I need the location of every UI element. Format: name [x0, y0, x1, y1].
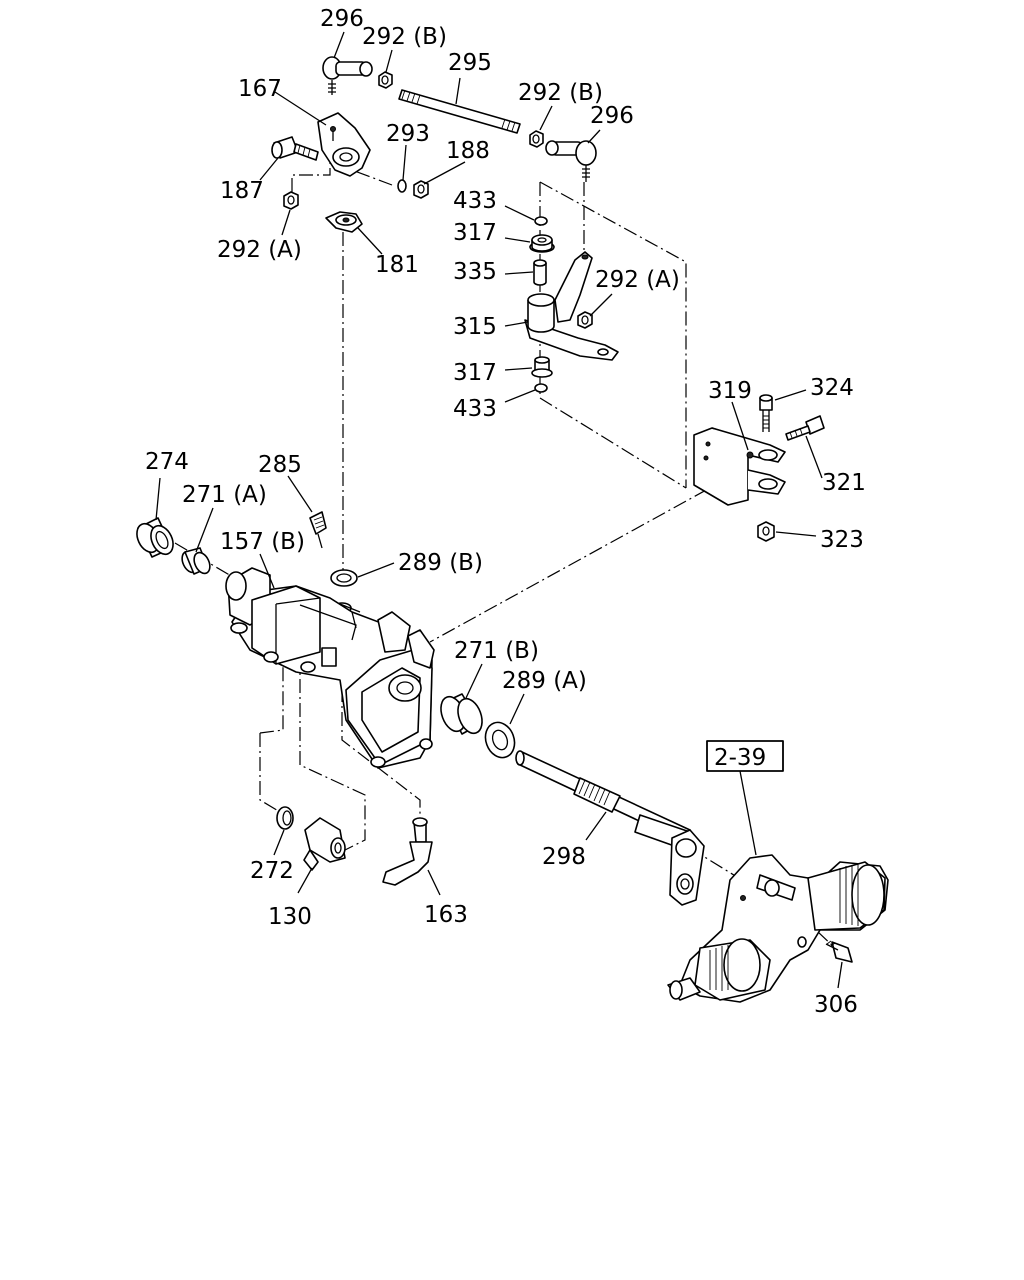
bracket-319 [693, 427, 786, 506]
snap-ring-272 [276, 806, 294, 830]
label-323: 323 [820, 527, 864, 553]
label-292a-right: 292 (A) [595, 267, 680, 293]
label-289a: 289 (A) [502, 668, 587, 694]
lever-163 [382, 817, 433, 886]
label-163: 163 [424, 902, 468, 928]
arm-315 [524, 251, 619, 361]
label-306: 306 [814, 992, 858, 1018]
label-317-top: 317 [453, 220, 497, 246]
washer-433-bottom [534, 383, 548, 393]
label-272: 272 [250, 858, 294, 884]
shaft-298 [515, 750, 705, 906]
label-317-bottom: 317 [453, 360, 497, 386]
label-130: 130 [268, 904, 312, 930]
bushing-271b [440, 693, 483, 735]
label-293: 293 [386, 121, 430, 147]
pin-335 [533, 259, 547, 286]
washer-433-top [534, 216, 548, 226]
label-157b: 157 (B) [220, 529, 305, 555]
lever-167 [317, 112, 371, 177]
shift-housing-assembly [667, 854, 889, 1003]
bushing-271a [181, 547, 211, 575]
label-295: 295 [448, 50, 492, 76]
label-181: 181 [375, 252, 419, 278]
bushing-317-bottom [531, 356, 553, 378]
label-315: 315 [453, 314, 497, 340]
label-433-bottom: 433 [453, 396, 497, 422]
label-321: 321 [822, 470, 866, 496]
label-324: 324 [810, 375, 854, 401]
seal-289a [484, 721, 516, 759]
nut-292b-left [378, 71, 393, 89]
label-271b: 271 (B) [454, 638, 539, 664]
label-292a-left: 292 (A) [217, 237, 302, 263]
bushing-274 [136, 517, 174, 558]
label-ref-2-39: 2-39 [714, 745, 766, 771]
plate-181 [325, 211, 363, 233]
bolt-187 [271, 136, 319, 161]
nut-188 [413, 180, 429, 199]
bolt-324 [759, 394, 773, 432]
label-335: 335 [453, 259, 497, 285]
washer-293 [397, 179, 407, 193]
label-296-top-right: 296 [590, 103, 634, 129]
label-274: 274 [145, 449, 189, 475]
lever-130 [303, 817, 346, 871]
bushing-317-top [529, 234, 555, 253]
label-188: 188 [446, 138, 490, 164]
bolt-321 [785, 415, 825, 441]
nut-323 [757, 521, 775, 542]
ball-joint-296-left [322, 56, 373, 95]
part-labels: 296 292 (B) 295 167 292 (B) 296 293 188 … [145, 6, 866, 1018]
ref-box [706, 740, 784, 856]
bolt-306 [825, 940, 853, 963]
breather-285 [309, 511, 327, 549]
label-296-top-left: 296 [320, 6, 364, 32]
nut-292a-left [283, 191, 299, 210]
label-292b-top-right: 292 (B) [518, 80, 603, 106]
label-271a: 271 (A) [182, 482, 267, 508]
label-433-top: 433 [453, 188, 497, 214]
housing-157b [225, 567, 435, 769]
leader-lines [155, 31, 843, 989]
rod-295 [398, 89, 521, 134]
label-298: 298 [542, 844, 586, 870]
label-187: 187 [220, 178, 264, 204]
nut-292a-right [577, 311, 593, 329]
nut-292b-right [529, 130, 544, 148]
ball-joint-296-right [545, 140, 597, 182]
label-289b: 289 (B) [398, 550, 483, 576]
label-319: 319 [708, 378, 752, 404]
label-167: 167 [238, 76, 282, 102]
label-292b-top-left: 292 (B) [362, 24, 447, 50]
label-285: 285 [258, 452, 302, 478]
